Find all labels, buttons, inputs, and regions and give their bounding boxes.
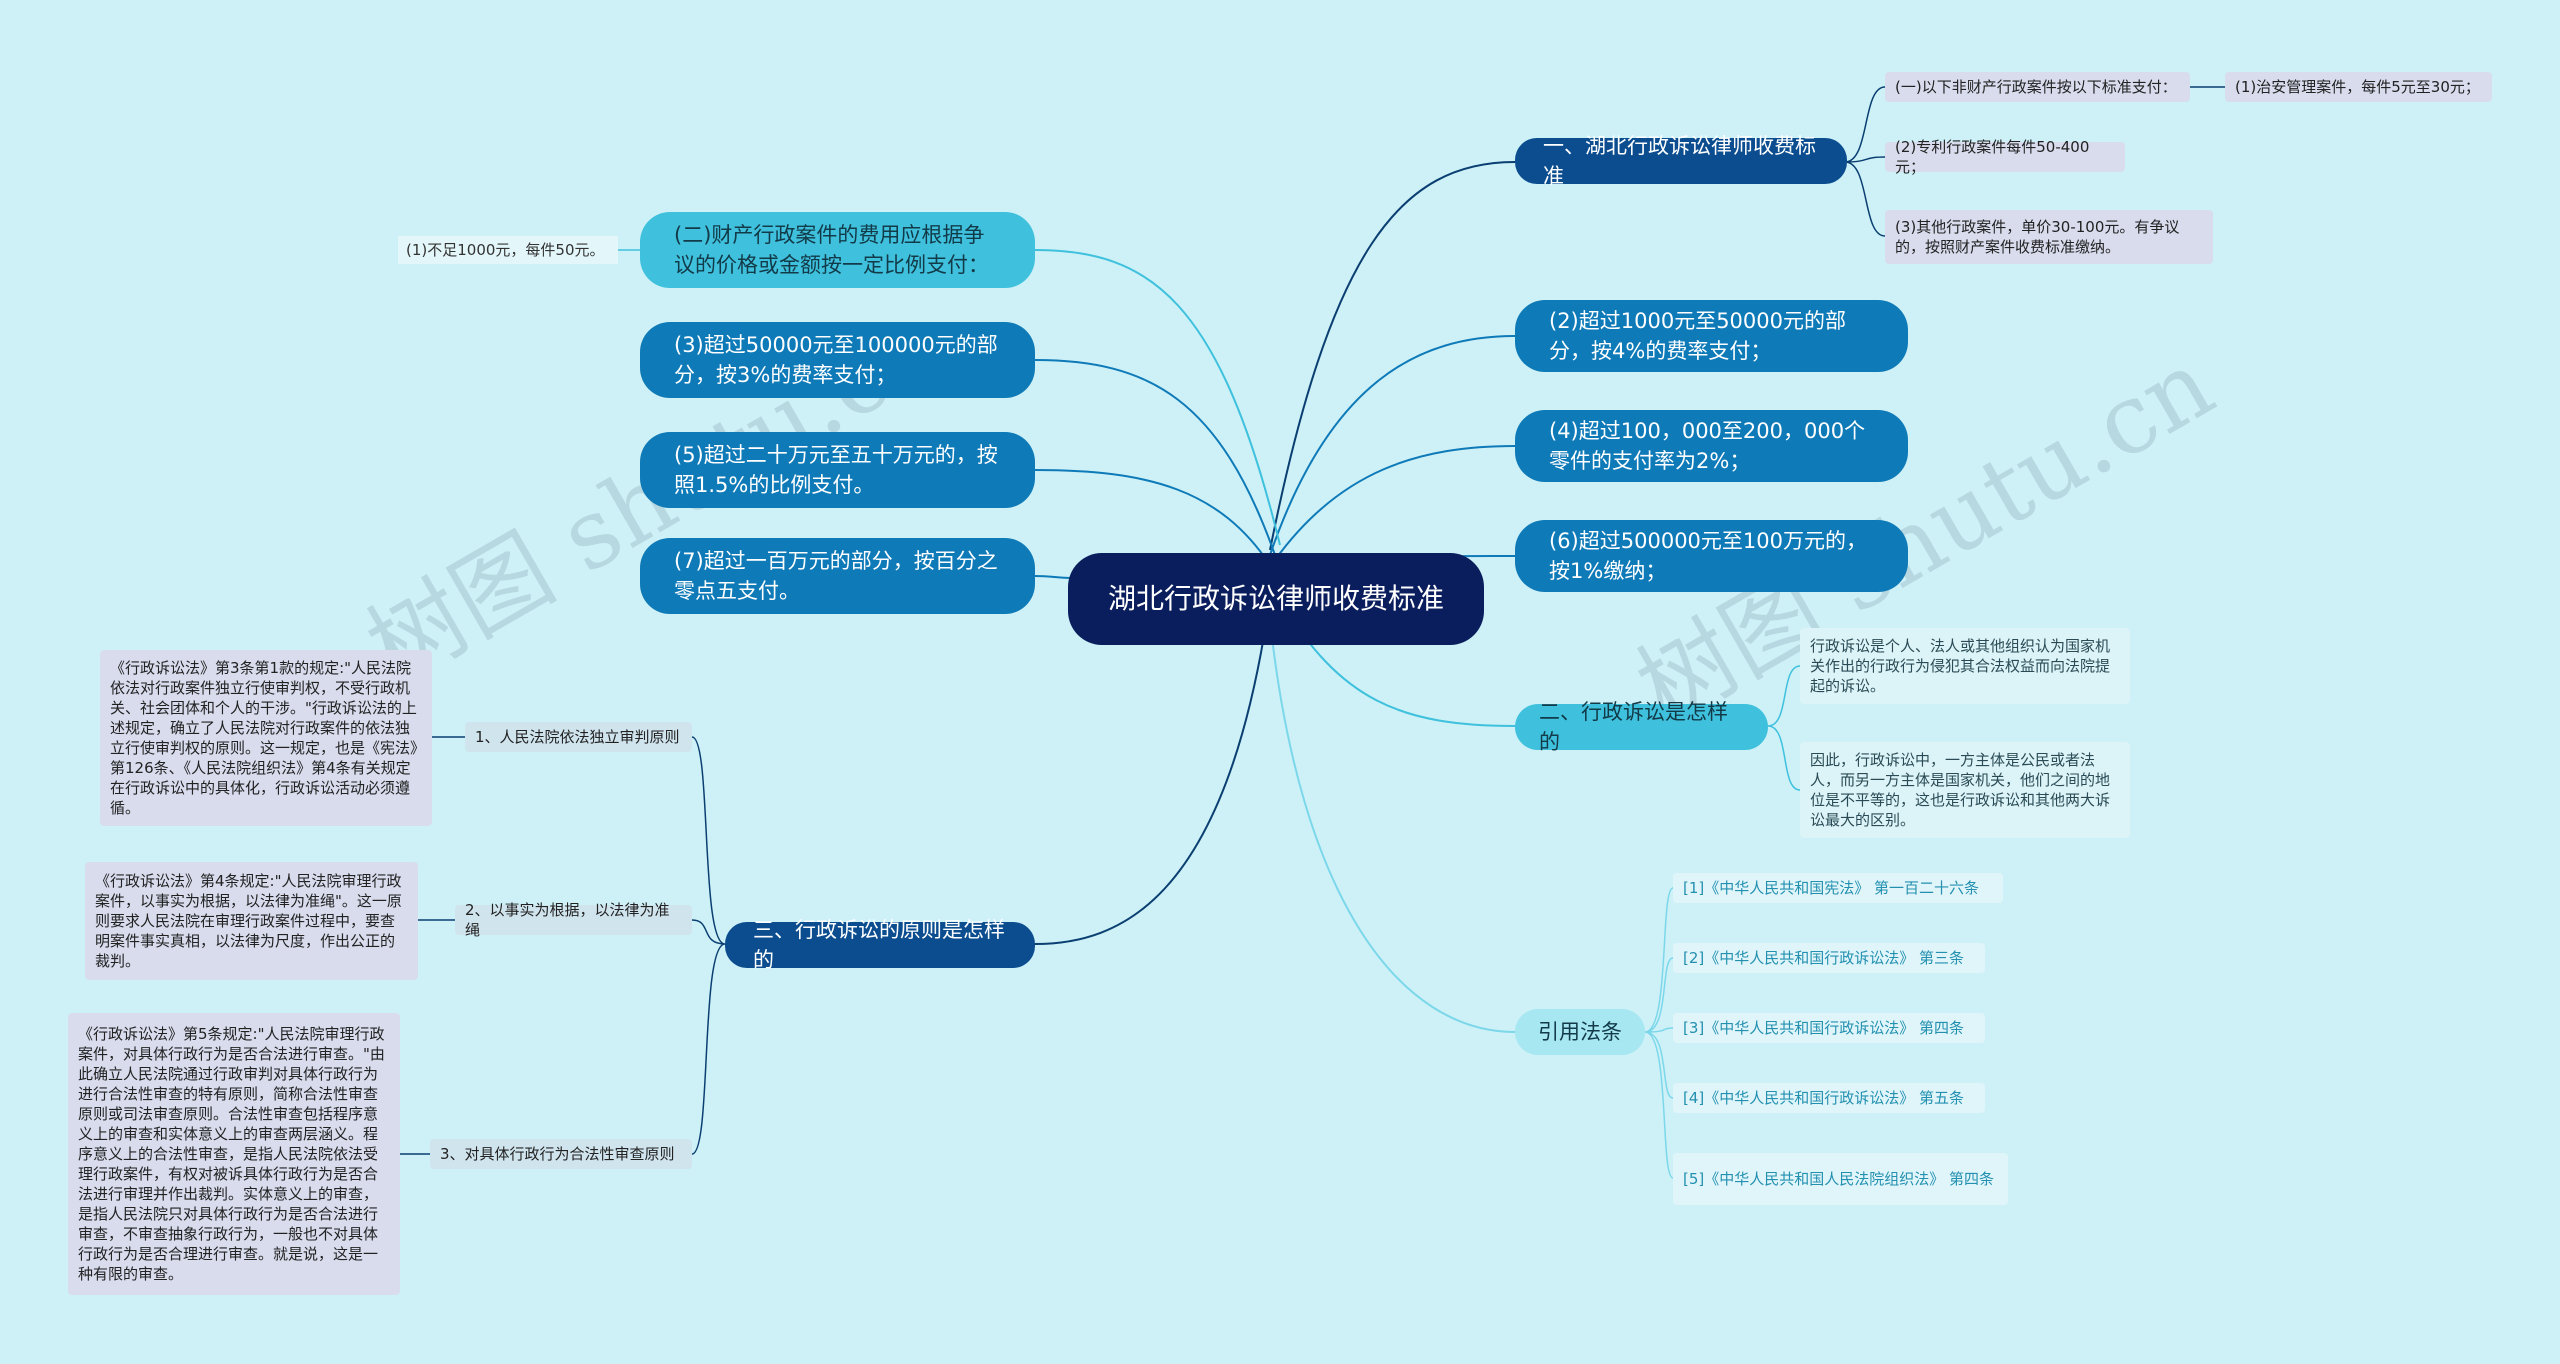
branch-what-is[interactable]: 二、行政诉讼是怎样的 xyxy=(1515,700,1768,754)
edge-root-principles xyxy=(1034,629,1266,945)
edge-principles-sub xyxy=(691,736,726,1155)
edge-laws-sub xyxy=(1644,887,1674,1179)
branch-b7[interactable]: (7)超过一百万元的部分，按百分之零点五支付。 xyxy=(640,538,1035,614)
edge-principle-details xyxy=(400,736,465,1155)
edge-root-b5 xyxy=(1034,469,1271,566)
branch-property-fee[interactable]: (二)财产行政案件的费用应根据争议的价格或金额按一定比例支付： xyxy=(640,212,1035,288)
branch-b5[interactable]: (5)超过二十万元至五十万元的，按照1.5%的比例支付。 xyxy=(640,432,1035,508)
leaf-difference[interactable]: 因此，行政诉讼中，一方主体是公民或者法人，而另一方主体是国家机关，他们之间的地位… xyxy=(1800,742,2130,838)
edge-root-prop xyxy=(1034,249,1281,546)
branch-b2[interactable]: (2)超过1000元至50000元的部分，按4%的费率支付； xyxy=(1515,300,1908,372)
leaf-patent[interactable]: (2)专利行政案件每件50-400元； xyxy=(1885,138,2125,176)
branch-b6[interactable]: (6)超过500000元至100万元的，按1%缴纳； xyxy=(1515,520,1908,592)
root-topic[interactable]: 湖北行政诉讼律师收费标准 xyxy=(1068,553,1484,645)
law-item-3[interactable]: [3]《中华人民共和国行政诉讼法》 第四条 xyxy=(1673,1013,1985,1043)
edge-root-b4 xyxy=(1274,445,1516,561)
leaf-public-security[interactable]: (1)治安管理案件，每件5元至30元； xyxy=(2225,72,2492,102)
principle-1-detail[interactable]: 《行政诉讼法》第3条第1款的规定:"人民法院依法对行政案件独立行使审判权，不受行… xyxy=(100,650,432,826)
leaf-other[interactable]: (3)其他行政案件，单价30-100元。有争议的，按照财产案件收费标准缴纳。 xyxy=(1885,210,2213,264)
principle-2-detail[interactable]: 《行政诉讼法》第4条规定:"人民法院审理行政案件，以事实为根据，以法律为准绳"。… xyxy=(85,862,418,980)
principle-3[interactable]: 3、对具体行政行为合法性审查原则 xyxy=(430,1139,692,1169)
edge-whatis-sub xyxy=(1767,665,1801,791)
edge-fee-sub xyxy=(1844,86,1886,237)
branch-principles[interactable]: 三、行政诉讼的原则是怎样的 xyxy=(725,918,1035,972)
edge-root-b7 xyxy=(1034,575,1071,579)
law-item-2[interactable]: [2]《中华人民共和国行政诉讼法》 第三条 xyxy=(1673,943,1985,973)
edge-root-laws xyxy=(1269,619,1516,1033)
edge-root-b3 xyxy=(1034,359,1276,556)
edge-root-fee xyxy=(1269,161,1516,551)
branch-b3[interactable]: (3)超过50000元至100000元的部分，按3%的费率支付； xyxy=(640,322,1035,398)
law-item-5[interactable]: [5]《中华人民共和国人民法院组织法》 第四条 xyxy=(1673,1153,2008,1205)
leaf-under-1000[interactable]: (1)不足1000元，每件50元。 xyxy=(398,236,618,264)
law-item-1[interactable]: [1]《中华人民共和国宪法》 第一百二十六条 xyxy=(1673,873,2003,903)
leaf-non-property[interactable]: (一)以下非财产行政案件按以下标准支付： xyxy=(1885,72,2190,102)
branch-laws[interactable]: 引用法条 xyxy=(1515,1009,1645,1055)
principle-1[interactable]: 1、人民法院依法独立审判原则 xyxy=(465,722,692,752)
branch-fee-standard[interactable]: 一、湖北行政诉讼律师收费标准 xyxy=(1515,134,1847,188)
principle-2[interactable]: 2、以事实为根据，以法律为准绳 xyxy=(455,901,692,939)
leaf-definition[interactable]: 行政诉讼是个人、法人或其他组织认为国家机关作出的行政行为侵犯其合法权益而向法院提… xyxy=(1800,628,2130,704)
principle-3-detail[interactable]: 《行政诉讼法》第5条规定:"人民法院审理行政案件，对具体行政行为是否合法进行审查… xyxy=(68,1013,400,1295)
branch-b4[interactable]: (4)超过100，000至200，000个零件的支付率为2%； xyxy=(1515,410,1908,482)
edge-root-b2 xyxy=(1269,335,1516,556)
law-item-4[interactable]: [4]《中华人民共和国行政诉讼法》 第五条 xyxy=(1673,1083,1985,1113)
